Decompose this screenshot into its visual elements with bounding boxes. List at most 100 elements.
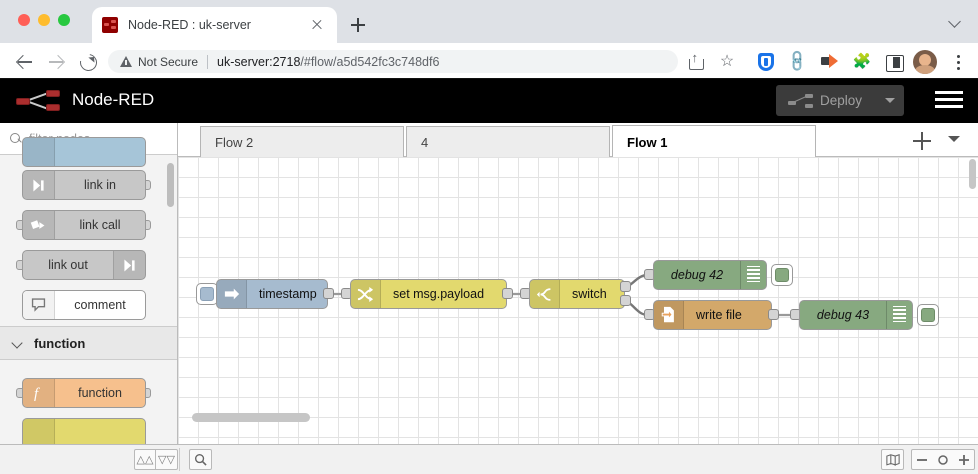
deploy-icon — [788, 94, 814, 108]
link-in-icon — [23, 171, 55, 199]
flow-node-label: write file — [696, 308, 742, 322]
window-maximize-button[interactable] — [58, 14, 70, 26]
port-output[interactable] — [768, 309, 779, 320]
canvas-vertical-scrollbar[interactable] — [969, 159, 976, 189]
debug-42-toggle-button[interactable] — [771, 264, 793, 286]
port-output[interactable] — [502, 288, 513, 299]
search-flows-icon[interactable] — [189, 449, 212, 470]
flow-tab-label: Flow 2 — [215, 134, 254, 150]
port-output-1[interactable] — [620, 281, 631, 292]
palette-category-function[interactable]: function — [0, 326, 177, 360]
bookmark-star-icon[interactable]: ☆ — [719, 53, 735, 70]
palette-node-list: link in link call link out — [0, 137, 177, 444]
hamburger-menu-icon[interactable] — [935, 89, 963, 111]
share-icon[interactable] — [685, 50, 707, 73]
flow-tab-bar: Flow 2 4 Flow 1 — [178, 123, 978, 158]
window-close-button[interactable] — [18, 14, 30, 26]
flow-tab-flow-2[interactable]: Flow 2 — [200, 126, 404, 157]
debug-stripe-icon — [740, 261, 766, 289]
deploy-button[interactable]: Deploy — [776, 85, 876, 116]
window-minimize-button[interactable] — [38, 14, 50, 26]
palette-node-label: function — [78, 386, 122, 400]
port-output-2[interactable] — [620, 295, 631, 306]
palette-node-label: link call — [79, 218, 121, 232]
flow-node-switch[interactable]: switch — [529, 279, 625, 309]
palette-node-link-out[interactable]: link out — [22, 250, 146, 280]
browser-tab-strip: Node-RED : uk-server — [0, 0, 978, 43]
canvas-horizontal-scrollbar[interactable] — [192, 413, 310, 422]
palette-node-function[interactable]: f function — [22, 378, 146, 408]
chevron-down-icon — [12, 337, 24, 349]
file-write-icon — [654, 301, 684, 329]
shield-extension-icon[interactable] — [755, 51, 777, 73]
puzzle-extensions-icon[interactable]: 🧩 — [852, 53, 872, 70]
add-flow-icon[interactable] — [913, 132, 931, 150]
inject-arrow-icon — [217, 280, 247, 308]
flow-node-debug-43[interactable]: debug 43 — [799, 300, 913, 330]
partial-node-icon — [23, 138, 55, 166]
reload-icon[interactable] — [78, 52, 98, 72]
window-traffic-lights — [18, 14, 70, 26]
palette-node-link-in[interactable]: link in — [22, 170, 146, 200]
security-label: Not Secure — [138, 54, 199, 69]
flow-tab-4[interactable]: 4 — [406, 126, 610, 157]
palette-node-label: link out — [48, 258, 88, 272]
link-icon[interactable]: 🔗 — [785, 49, 811, 75]
not-secure-warning-icon — [120, 56, 132, 67]
flow-node-label: debug 43 — [816, 308, 870, 322]
palette-scrollbar[interactable] — [167, 163, 174, 207]
address-bar[interactable]: Not Secure uk-server:2718/#flow/a5d542fc… — [108, 50, 678, 73]
new-tab-button[interactable] — [346, 13, 370, 37]
search-icon — [10, 132, 22, 145]
partial-node-icon-bottom — [23, 419, 55, 444]
debug-43-toggle-button[interactable] — [917, 304, 939, 326]
kebab-menu-icon[interactable] — [948, 51, 968, 73]
node-red-favicon — [102, 17, 118, 33]
palette-node-partial[interactable] — [22, 137, 146, 167]
browser-tab[interactable]: Node-RED : uk-server — [92, 7, 337, 43]
collapse-all-icon[interactable]: △△ — [134, 449, 156, 470]
navigator-map-icon[interactable] — [881, 449, 904, 470]
flow-node-debug-42[interactable]: debug 42 — [653, 260, 767, 290]
flow-node-timestamp[interactable]: timestamp — [216, 279, 328, 309]
flow-node-label: set msg.payload — [393, 287, 485, 301]
status-bar-divider — [179, 448, 180, 471]
canvas-area: Flow 2 4 Flow 1 — [178, 123, 978, 444]
link-call-icon — [23, 211, 55, 239]
port-output[interactable] — [323, 288, 334, 299]
zoom-in-icon[interactable] — [953, 449, 975, 470]
close-icon[interactable] — [307, 15, 327, 35]
forward-arrow-icon[interactable] — [47, 52, 67, 72]
flow-tab-flow-1[interactable]: Flow 1 — [612, 125, 816, 158]
flow-tab-label: 4 — [421, 134, 429, 150]
avatar[interactable] — [913, 50, 937, 74]
flow-node-set-msg-payload[interactable]: set msg.payload — [350, 279, 507, 309]
inject-trigger-button[interactable] — [196, 283, 218, 305]
palette-node-label: comment — [74, 298, 126, 312]
node-palette: filter nodes link in — [0, 123, 178, 444]
palette-category-label: function — [34, 335, 86, 351]
browser-tab-title: Node-RED : uk-server — [128, 18, 251, 32]
side-panel-icon[interactable] — [883, 51, 905, 73]
back-arrow-icon[interactable] — [14, 52, 34, 72]
flow-tab-label: Flow 1 — [627, 134, 668, 150]
zoom-reset-icon[interactable] — [932, 449, 954, 470]
flow-node-label: debug 42 — [670, 268, 724, 282]
url-text: uk-server:2718/#flow/a5d542fc3c748df6 — [217, 55, 439, 69]
megaphone-icon[interactable] — [819, 51, 841, 73]
flow-node-write-file[interactable]: write file — [653, 300, 772, 330]
deploy-options-chevron-down-icon[interactable] — [876, 85, 904, 116]
palette-node-comment[interactable]: comment — [22, 290, 146, 320]
zoom-out-icon[interactable] — [911, 449, 933, 470]
flow-node-label: switch — [572, 287, 607, 301]
palette-node-link-call[interactable]: link call — [22, 210, 146, 240]
svg-text:f: f — [34, 386, 40, 402]
expand-all-icon[interactable]: ▽▽ — [156, 449, 178, 470]
flow-menu-icon[interactable] — [948, 136, 962, 146]
palette-node-partial-bottom[interactable] — [22, 418, 146, 444]
chevron-down-icon[interactable] — [950, 16, 962, 28]
browser-nav-bar: Not Secure uk-server:2718/#flow/a5d542fc… — [0, 43, 978, 79]
comment-icon — [23, 291, 55, 319]
flow-canvas[interactable]: timestamp set msg.payload switch — [178, 157, 978, 444]
link-out-icon — [113, 251, 145, 279]
